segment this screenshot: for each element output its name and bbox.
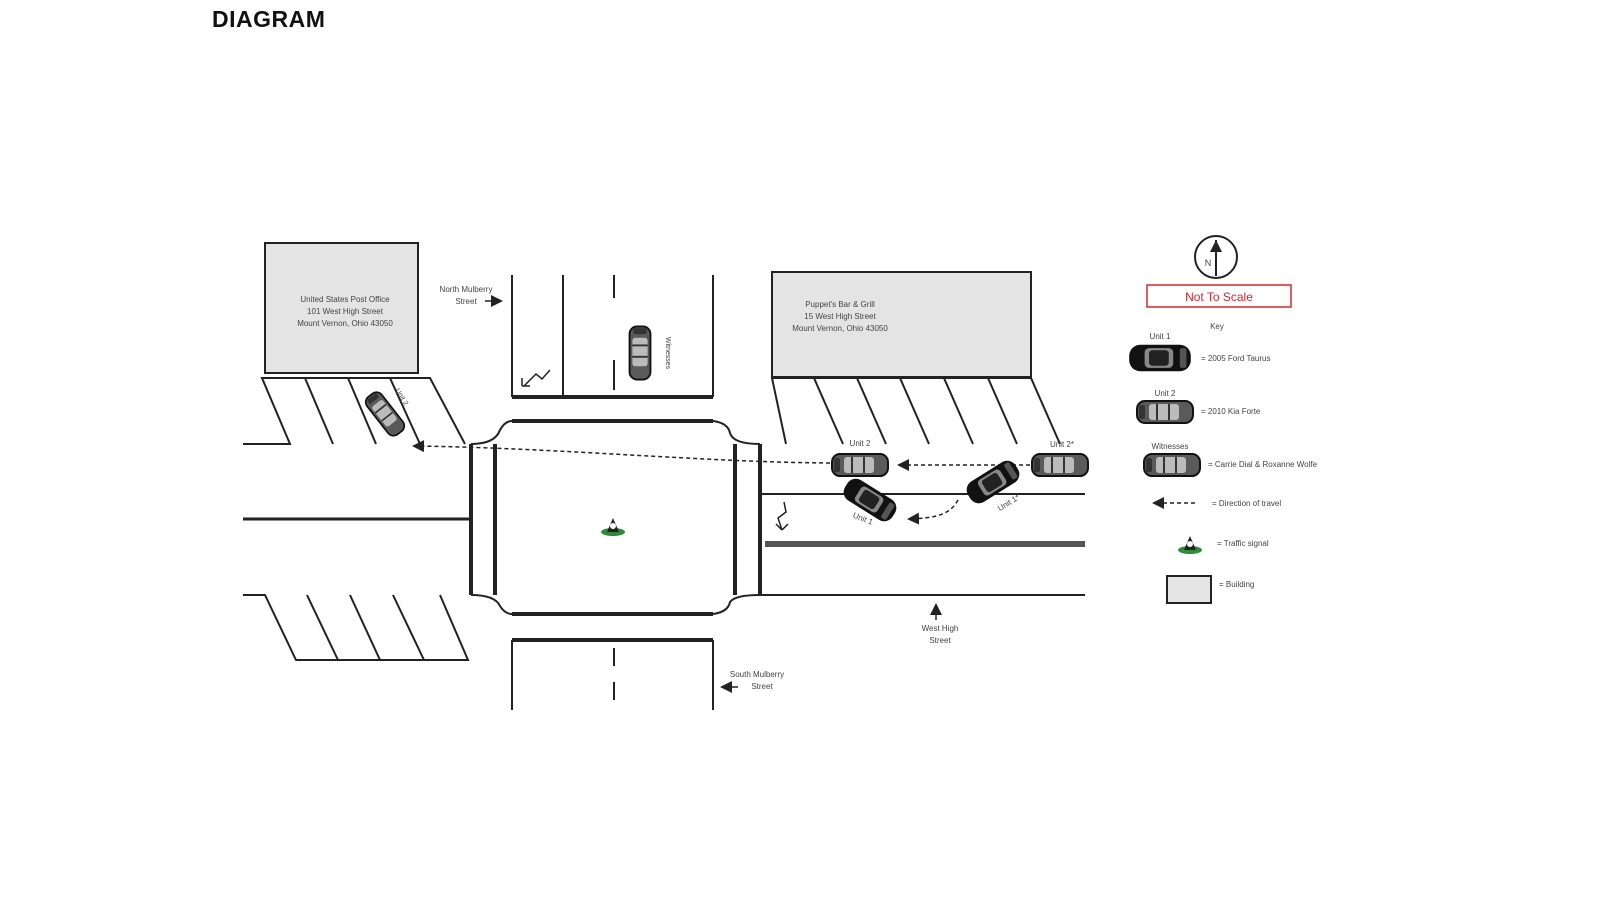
witnesses-car-label: Witnesses [664,337,671,370]
legend-witnesses-car [1143,453,1201,477]
post-office-line-1: United States Post Office [300,295,390,304]
legend-unit1-desc: = 2005 Ford Taurus [1201,354,1270,363]
unit1-star-label: Unit 1* [996,493,1021,513]
page-title: DIAGRAM [212,6,326,32]
legend-direction-desc: = Direction of travel [1212,499,1281,508]
legend-building-icon [1166,575,1212,604]
north-symbol: N [1205,258,1212,268]
road-lines [243,275,1085,710]
post-office-building [264,242,419,374]
legend-witnesses-label: Witnesses [1152,442,1189,451]
legend-building-desc: = Building [1219,580,1254,589]
legend-unit1-label: Unit 1 [1150,332,1171,341]
parking-stalls-bottom-left [243,594,470,661]
west-high-label-2: Street [929,636,951,645]
north-arrow-icon: N [1194,235,1238,279]
traffic-signal [601,518,625,536]
legend-signal-icon [1178,536,1202,554]
puppets-line-2: 15 West High Street [804,312,876,321]
travel-path-unit2-main [412,440,831,464]
post-office-line-2: 101 West High Street [307,307,384,316]
west-high-label-1: West High [922,624,959,633]
legend-witnesses-desc: = Carrie Dial & Roxanne Wolfe [1208,460,1318,469]
legend-signal-desc: = Traffic signal [1217,539,1269,548]
post-office-line-3: Mount Vernon, Ohio 43050 [297,319,393,328]
north-mulberry-label-2: Street [455,297,477,306]
not-to-scale-box [1146,284,1292,308]
turn-arrow-east [775,501,789,531]
unit2-star-car [1031,453,1089,477]
unit2-star-label: Unit 2* [1050,440,1074,449]
travel-path-unit1 [907,499,959,525]
legend-unit1-car [1129,344,1191,372]
legend-unit2-label: Unit 2 [1155,389,1176,398]
south-mulberry-label-1: South Mulberry [730,670,784,679]
parking-stalls-top-left [243,377,466,445]
witnesses-car [628,325,652,381]
unit2-car [831,453,889,477]
not-to-scale-label: Not To Scale [1185,290,1253,304]
south-mulberry-label-2: Street [751,682,773,691]
legend-unit2-desc: = 2010 Kia Forte [1201,407,1261,416]
legend-unit2-car [1136,400,1194,424]
puppets-line-1: Puppet's Bar & Grill [805,300,875,309]
north-mulberry-label-1: North Mulberry [440,285,493,294]
legend-key-label: Key [1210,322,1224,331]
unit2-label: Unit 2 [850,439,871,448]
puppets-building [771,271,1032,378]
turn-arrow-north [521,369,551,387]
puppets-line-3: Mount Vernon, Ohio 43050 [792,324,888,333]
parking-stalls-top-right [770,377,1061,445]
